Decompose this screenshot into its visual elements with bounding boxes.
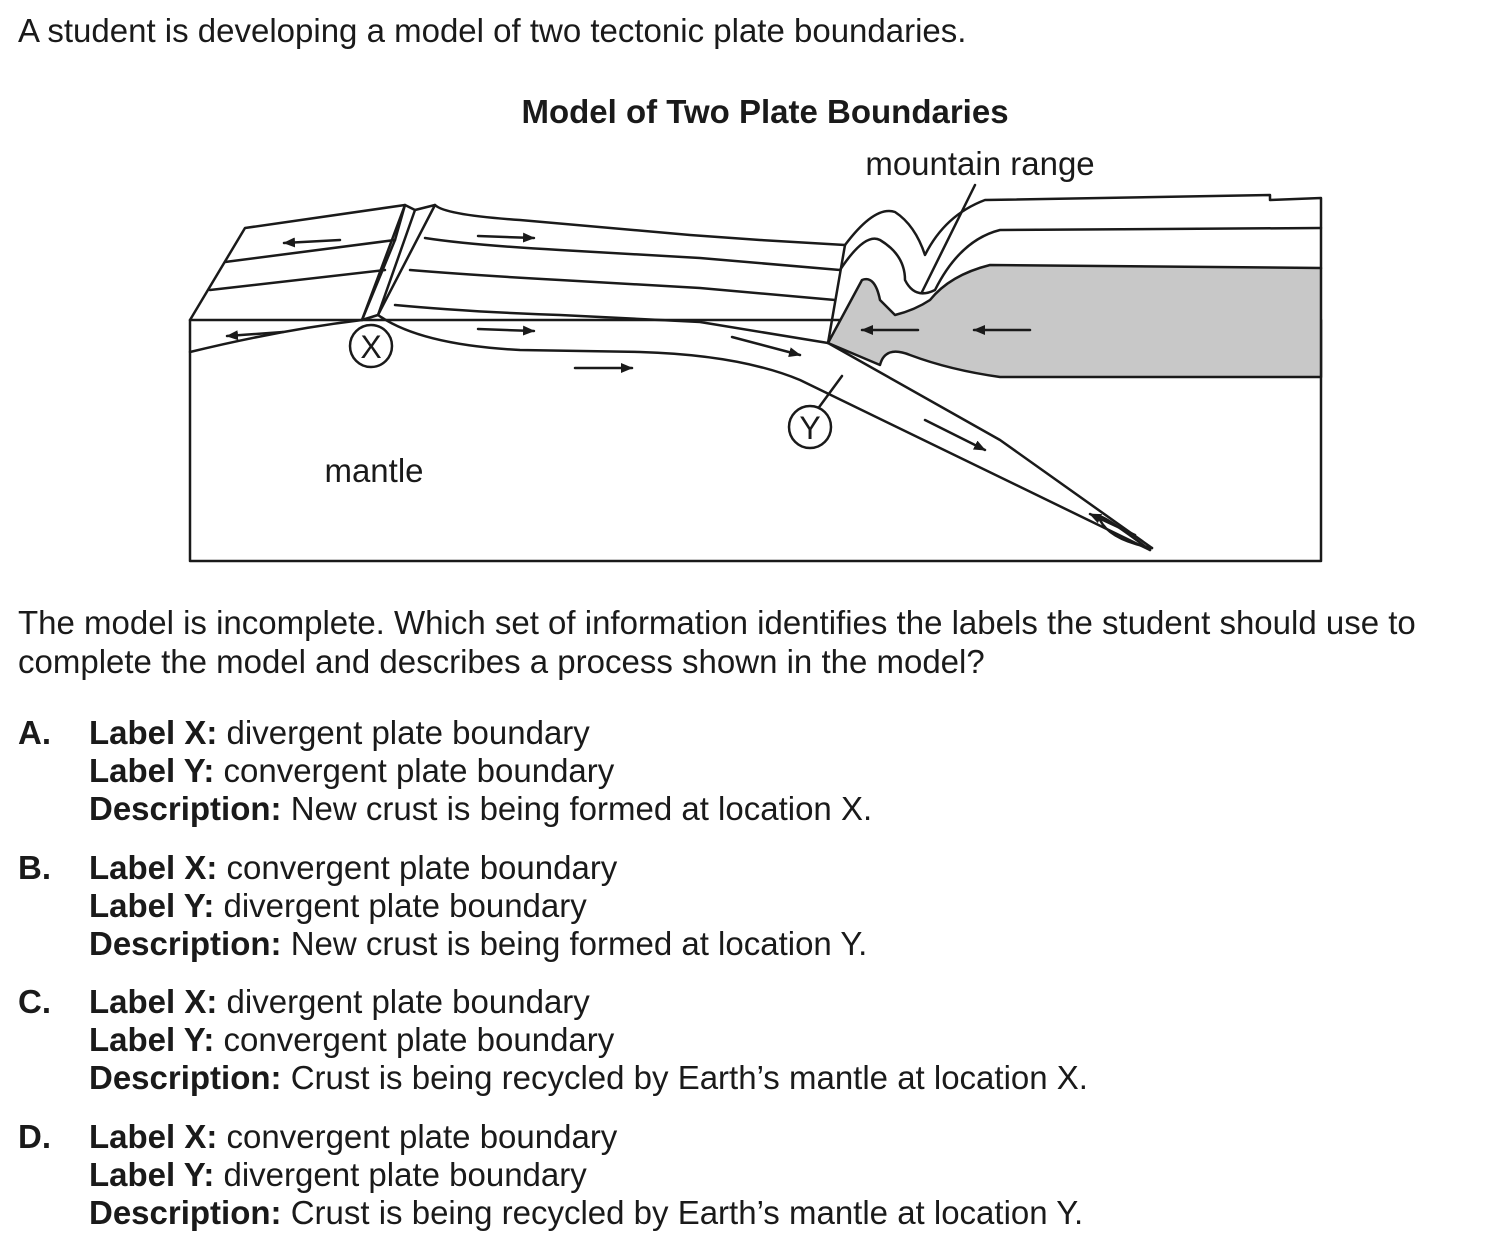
ridge-wedge [360,203,417,322]
arrow-left-top [282,237,342,248]
left-plate-layer-2 [208,268,387,292]
arrow-slab-upper [730,335,802,358]
choice-description: Description: New crust is being formed a… [89,925,868,962]
continental-layer-1 [838,226,1323,295]
plate-boundary-diagram: X Y mountain range mantle [188,145,1323,563]
choice-label-y: Label Y: divergent plate boundary [89,1156,587,1193]
y-pointer [815,374,844,412]
arrow-right-top [476,232,536,243]
choice-letter: D. [18,1118,51,1155]
continental-surface [843,193,1323,270]
mountain-pointer [920,183,977,294]
choice-label-x: Label X: convergent plate boundary [89,1118,618,1155]
left-plate-layer-1 [223,238,397,264]
continental-plate [826,263,1323,379]
choice-letter: B. [18,849,51,886]
marker-x-label: X [360,329,381,365]
arrow-left-bottom [225,330,285,341]
choice-label-y: Label Y: convergent plate boundary [89,752,615,789]
arrow-slab-return [1088,512,1137,537]
choice-label-x: Label X: divergent plate boundary [89,983,590,1020]
choice-label-y: Label Y: divergent plate boundary [89,887,587,924]
choice-description: Description: New crust is being formed a… [89,790,873,827]
figure-title: Model of Two Plate Boundaries [521,93,1009,130]
oceanic-layer-3 [393,303,830,345]
marker-y-label: Y [799,410,820,446]
choice-description: Description: Crust is being recycled by … [89,1194,1084,1231]
block-top-right [413,203,847,247]
subducting-slab-top [826,341,1154,550]
choice-label-x: Label X: divergent plate boundary [89,714,590,751]
choice-label-y: Label Y: convergent plate boundary [89,1021,615,1058]
mantle-label: mantle [324,452,423,489]
ridge-right-face [376,203,437,317]
arrow-right-mid [476,325,536,336]
arrow-slab-lower [923,418,987,452]
block-top-left [188,203,407,322]
marker-y-circle [787,404,833,450]
continental-layer-2 [826,243,847,345]
oceanic-layer-1 [423,236,842,272]
intro-text: A student is developing a model of two t… [18,12,967,49]
oceanic-bottom [376,313,1152,552]
mountain-range-label: mountain range [865,145,1094,182]
choice-letter: C. [18,983,51,1020]
choice-letter: A. [18,714,51,751]
marker-x-circle [348,323,394,369]
choice-description: Description: Crust is being recycled by … [89,1059,1088,1096]
oceanic-layer-2 [408,268,837,302]
choice-label-x: Label X: convergent plate boundary [89,849,618,886]
question-text: The model is incomplete. Which set of in… [18,604,1416,680]
